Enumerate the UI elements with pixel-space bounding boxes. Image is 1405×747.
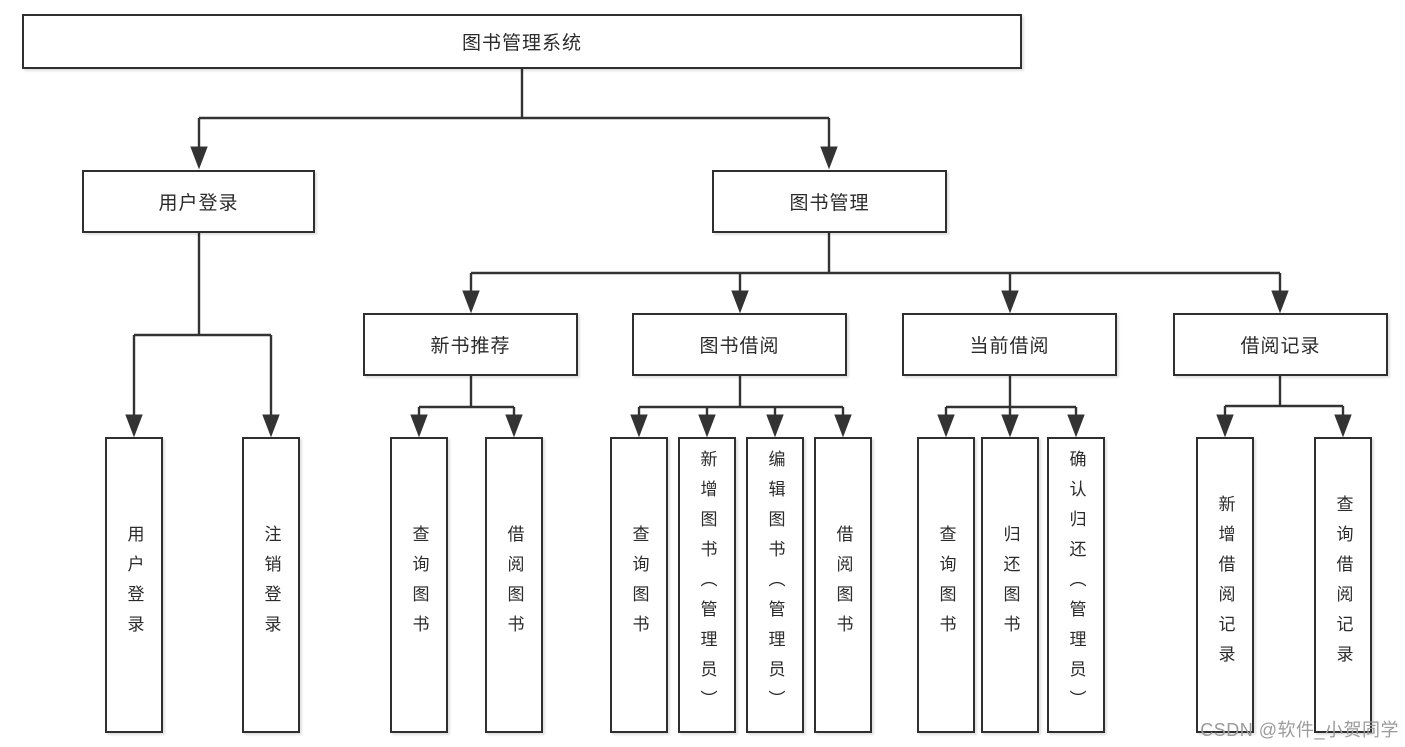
connector-borrowing-records-to-children	[1216, 376, 1352, 438]
leaf-borrow-books: 借阅图书	[814, 437, 872, 733]
leaf-query-books-borrowing: 查询图书	[610, 437, 668, 733]
node-label: 编辑图书（管理员）	[765, 450, 785, 720]
connector-current-borrowing-to-children	[937, 376, 1085, 438]
node-label: 查询借阅记录	[1333, 495, 1353, 675]
leaf-add-borrow-record: 新增借阅记录	[1196, 437, 1254, 733]
node-new-book-recommend: 新书推荐	[363, 313, 578, 376]
node-label: 图书管理	[789, 193, 870, 214]
node-current-borrowing: 当前借阅	[902, 313, 1117, 376]
node-library-management-system: 图书管理系统	[22, 14, 1022, 69]
node-book-management: 图书管理	[712, 170, 947, 233]
node-label: 用户登录	[158, 193, 239, 214]
node-label: 借阅图书	[833, 525, 853, 645]
leaf-query-books-recommend: 查询图书	[390, 437, 448, 733]
node-borrowing-records: 借阅记录	[1173, 313, 1388, 376]
node-label: 新增图书（管理员）	[697, 450, 717, 720]
node-label: 注销登录	[261, 525, 281, 645]
leaf-borrow-books-recommend: 借阅图书	[485, 437, 543, 733]
csdn-watermark: CSDN @软件_小贺同学	[1200, 720, 1399, 740]
node-user-login: 用户登录	[82, 170, 315, 233]
node-label: 借阅图书	[504, 525, 524, 645]
leaf-query-borrow-record: 查询借阅记录	[1314, 437, 1372, 733]
leaf-confirm-return-admin: 确认归还（管理员）	[1047, 437, 1105, 733]
node-label: 归还图书	[1000, 525, 1020, 645]
connector-new-book-recommend-to-children	[410, 376, 523, 438]
node-label: 新书推荐	[430, 336, 511, 357]
node-book-borrowing: 图书借阅	[632, 313, 847, 376]
node-label: 用户登录	[124, 525, 144, 645]
node-label: 图书借阅	[699, 336, 780, 357]
node-label: 新增借阅记录	[1215, 495, 1235, 675]
connector-book-management-to-level3	[462, 233, 1289, 314]
leaf-edit-books-admin: 编辑图书（管理员）	[746, 437, 804, 733]
connector-root-to-level2	[190, 69, 838, 170]
node-label: 图书管理系统	[461, 33, 582, 54]
node-label: 借阅记录	[1240, 336, 1321, 357]
connector-user-login-to-children	[125, 233, 280, 438]
leaf-add-books-admin: 新增图书（管理员）	[678, 437, 736, 733]
leaf-query-books-current: 查询图书	[917, 437, 975, 733]
node-label: 查询图书	[936, 525, 956, 645]
connector-book-borrowing-to-children	[630, 376, 852, 438]
leaf-return-books: 归还图书	[981, 437, 1039, 733]
node-label: 当前借阅	[969, 336, 1050, 357]
leaf-logout: 注销登录	[242, 437, 300, 733]
node-label: 查询图书	[409, 525, 429, 645]
node-label: 查询图书	[629, 525, 649, 645]
node-label: 确认归还（管理员）	[1066, 450, 1086, 720]
leaf-user-login: 用户登录	[105, 437, 163, 733]
